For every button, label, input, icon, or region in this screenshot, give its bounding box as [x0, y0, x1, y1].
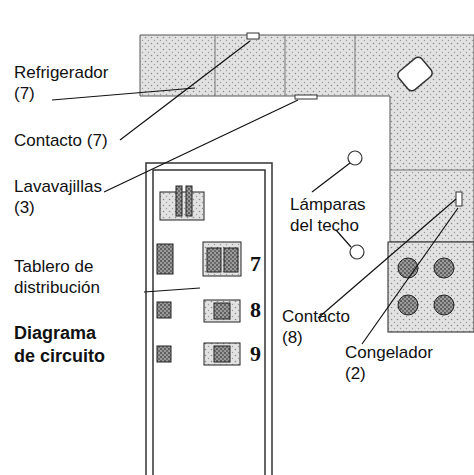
part-label: Contacto (7) — [14, 130, 154, 151]
breakers — [157, 186, 241, 365]
outlet — [247, 33, 259, 39]
diagram-title: Diagrama de circuito — [14, 322, 118, 367]
stove — [388, 242, 474, 332]
part-label: Tablero de distribución — [14, 256, 140, 299]
callout-number: 7 — [250, 250, 270, 278]
part-label: Refrigerador (7) — [14, 62, 126, 105]
callout-number: 9 — [250, 340, 270, 368]
dishwasher-outlet — [295, 95, 317, 99]
sink — [396, 55, 434, 93]
ceiling-lamp — [348, 151, 362, 165]
part-label: Lavavajillas (3) — [14, 176, 124, 219]
panel-frame — [146, 163, 272, 475]
part-label: Contacto (8) — [282, 306, 364, 349]
outlet — [456, 192, 462, 206]
callout-number: 8 — [250, 296, 270, 324]
leader-lines — [52, 41, 458, 344]
part-label: Lámparas del techo — [290, 194, 386, 237]
ceiling-lamp — [350, 245, 364, 259]
counter — [140, 35, 474, 242]
part-label: Congelador (2) — [345, 342, 457, 385]
